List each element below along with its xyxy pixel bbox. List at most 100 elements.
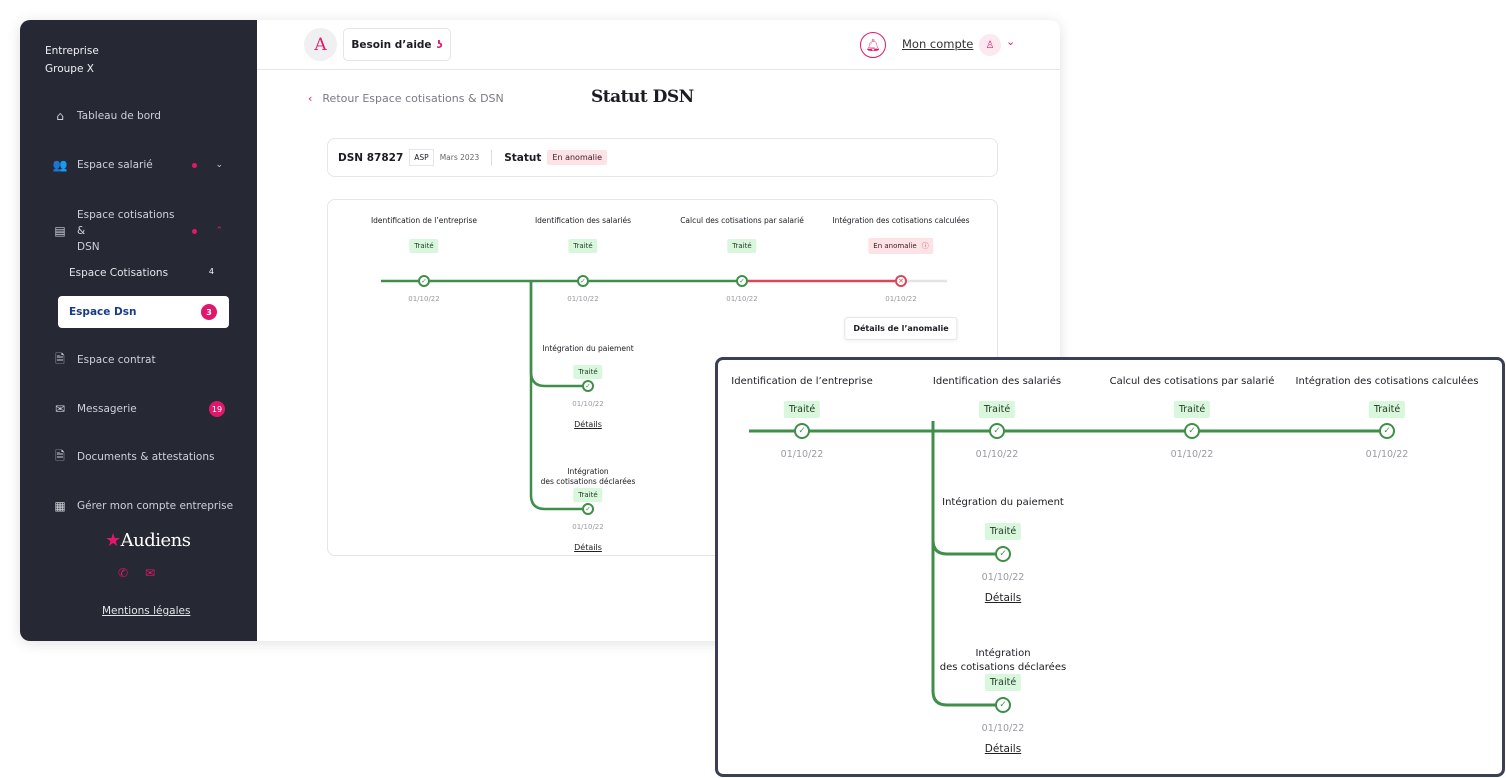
chevron-down-icon[interactable]: ⌄ [1006,35,1016,48]
back-label: Retour Espace cotisations & DSN [322,92,504,105]
check-circle-icon: ✓ [582,380,594,392]
sidebar-item-dashboard[interactable]: ⌂Tableau de bord [53,109,161,123]
mail-icon: ✉ [54,402,66,416]
sidebar-item-label: Documents & attestations [77,451,215,463]
step-status: Traité [1368,397,1406,418]
home-icon: ⌂ [56,109,64,123]
subitem-label: Espace Cotisations [69,267,169,279]
check-circle-icon: ✓ [736,275,748,287]
sidebar-item-label: Messagerie [77,403,137,415]
label-line: des cotisations déclarées [939,661,1067,673]
step-label: Calcul des cotisations par salarié [680,216,804,225]
notification-dot [192,162,198,168]
status-badge: Traité [783,401,821,418]
branch-line [931,431,1003,707]
details-link[interactable]: Détails [984,592,1022,604]
step-label: Calcul des cotisations par salarié [1109,376,1275,387]
chevron-down-icon[interactable]: ⌄ [215,160,223,170]
step-label: Intégration des cotisations calculées [832,216,970,225]
sidebar-item-documents[interactable]: 🗎 Documents & attestations [53,448,215,464]
document-icon: 🗎 [55,448,65,463]
details-link[interactable]: Détails [574,543,602,552]
sidebar-item-contract[interactable]: 🗎 Espace contrat [53,351,156,367]
subitem-label: Espace Dsn [69,306,137,318]
label-line: Intégration [567,467,609,476]
details-link[interactable]: Détails [984,743,1022,755]
step-date: 01/10/22 [885,295,917,303]
status-label: Statut [504,151,542,164]
sidebar-item-label: Espace contrat [77,354,156,366]
branch-date: 01/10/22 [572,400,604,408]
label-line: Intégration du paiement [942,497,1064,508]
branch-status: Traité [984,670,1022,691]
step-date: 01/10/22 [975,449,1019,460]
details-link[interactable]: Détails [574,420,602,429]
mail-icon[interactable]: ✉ [145,566,156,580]
branch-status: Traité [984,519,1022,540]
sidebar-item-company-account[interactable]: ▦Gérer mon compte entreprise [53,499,233,513]
step-date: 01/10/22 [1365,449,1409,460]
status-badge: Traité [727,239,757,253]
sidebar-item-label: Gérer mon compte entreprise [77,500,234,512]
step-status: Traité [783,397,821,418]
anomaly-details-button[interactable]: Détails de l’anomalie [844,317,958,340]
status-badge: En anomalie [547,150,608,165]
timeline-lines [381,279,947,511]
audiens-logo: ★Audiens [105,530,191,551]
chevron-left-icon: ‹ [308,92,313,105]
check-circle-icon: ✓ [582,503,594,515]
chevron-up-icon[interactable]: ⌃ [215,226,223,236]
step-date: 01/10/22 [726,295,758,303]
step-date: 01/10/22 [1170,449,1214,460]
status-badge: Traité [984,674,1022,691]
account-link[interactable]: Mon compte [902,37,974,51]
check-circle-icon: ✓ [418,275,430,287]
document-icon: 🗎 [55,351,65,366]
headset-icon: ʖ [436,38,443,51]
bell-icon[interactable]: 🔔︎ [860,32,886,58]
legal-link[interactable]: Mentions légales [102,605,191,617]
user-avatar-icon[interactable]: ♙ [979,34,1001,56]
check-circle-icon: ✓ [995,546,1011,562]
sidebar-item-cotisations-dsn[interactable]: ▤Espace cotisations &DSN⌃ [53,207,223,255]
step-status: Traité [727,233,757,253]
phone-icon[interactable]: ✆ [118,566,129,580]
count: 4 [208,267,214,276]
branch-status: Traité [573,482,603,502]
step-label: Identification de l’entreprise [731,376,873,387]
step-label: Identification des salariés [932,376,1062,387]
branch-label: Intégration du paiement [942,496,1064,510]
branch-status: Traité [573,359,603,379]
label-line: Espace cotisations & [77,209,175,237]
home-logo[interactable]: A [304,28,337,61]
error-circle-icon: ✕ [895,275,907,287]
company-label: Entreprise [45,45,99,57]
back-link[interactable]: ‹ Retour Espace cotisations & DSN [308,92,504,105]
status-badge: Traité [984,523,1022,540]
dsn-period: Mars 2023 [439,153,480,162]
check-circle-icon: ✓ [577,275,589,287]
status-badge: Traité [568,239,598,253]
dsn-number: DSN 87827 [338,151,404,164]
logo-text: Audiens [120,530,191,551]
step-label: Identification de l’entreprise [370,216,478,225]
step-date: 01/10/22 [408,295,440,303]
notification-dot [192,228,198,234]
status-badge: Traité [978,401,1016,418]
sidebar-subitem-cotisations[interactable]: Espace Cotisations 4 [69,267,214,279]
sidebar-item-employees[interactable]: 👥Espace salarié⌄ [53,158,223,172]
timeline-lines [749,421,1387,707]
step-date: 01/10/22 [780,449,824,460]
check-circle-icon: ✓ [1184,423,1200,439]
label-line: Intégration du paiement [542,344,634,353]
